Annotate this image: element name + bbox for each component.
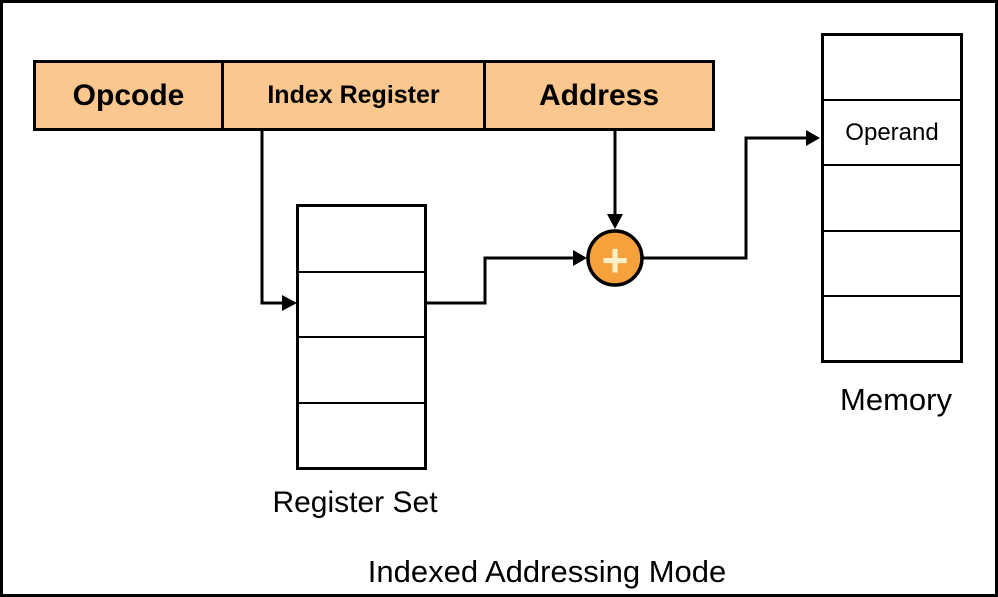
memory-row-operand: Operand (824, 101, 960, 167)
register-set-to-adder-line (427, 256, 574, 305)
address-field-label: Address (538, 78, 660, 112)
memory-box: Operand (821, 33, 963, 363)
arrowhead-into-memory (806, 130, 820, 146)
arrowhead-into-adder-left (573, 250, 587, 266)
memory-row (824, 36, 960, 102)
register-row (299, 273, 424, 338)
operand-cell-label: Operand (845, 118, 939, 146)
register-row (299, 404, 424, 468)
memory-row (824, 166, 960, 232)
register-set-label: Register Set (272, 486, 438, 519)
register-set-box (296, 204, 427, 470)
adder-plus-symbol: + (602, 234, 629, 286)
diagram-caption: Indexed Addressing Mode (367, 554, 727, 589)
index-register-field: Index Register (224, 63, 486, 128)
register-row (299, 338, 424, 404)
adder-circle (586, 229, 644, 287)
arrowhead-into-adder-top (607, 214, 623, 229)
opcode-field-label: Opcode (72, 78, 185, 112)
memory-row (824, 297, 960, 360)
register-row (299, 207, 424, 273)
address-field: Address (486, 63, 712, 128)
adder-to-memory-line (643, 136, 806, 260)
index-register-field-label: Index Register (267, 81, 440, 109)
arrowhead-into-register-set (282, 295, 297, 311)
index-register-to-register-set-line (260, 131, 283, 305)
memory-row (824, 232, 960, 297)
instruction-format-box: Opcode Index Register Address (33, 60, 715, 131)
memory-label: Memory (840, 382, 952, 417)
opcode-field: Opcode (36, 63, 224, 128)
